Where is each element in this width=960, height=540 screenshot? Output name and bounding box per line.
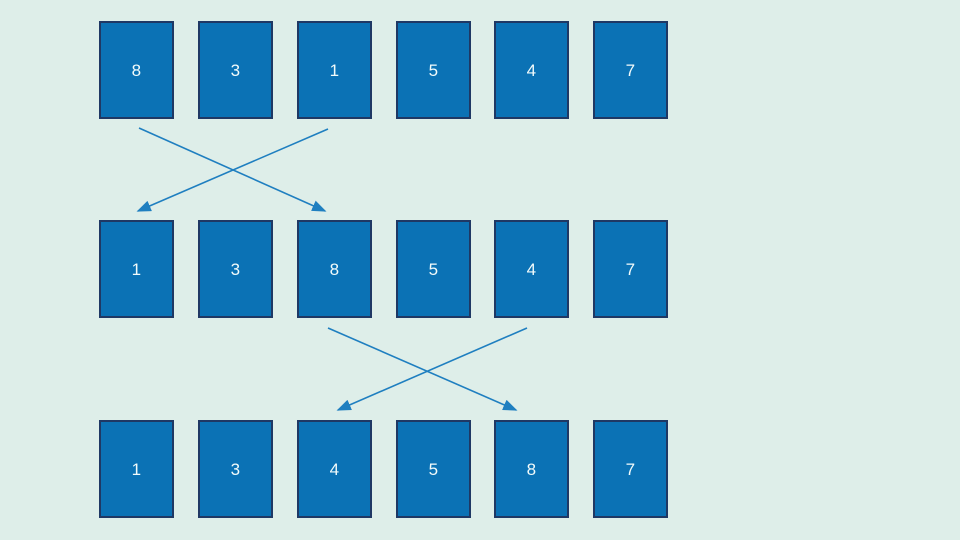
array-cell: 3 [198,21,273,119]
array-cell-value: 5 [428,459,439,479]
array-cell: 5 [396,220,471,318]
array-row-1: 8 3 1 5 4 7 [0,21,960,119]
array-cell-value: 8 [526,459,537,479]
array-cell-value: 8 [329,259,340,279]
array-cell: 4 [494,220,569,318]
array-cell: 4 [494,21,569,119]
array-cell-value: 7 [625,259,636,279]
array-cell: 1 [99,220,174,318]
array-cell: 1 [99,420,174,518]
array-cell-value: 3 [230,259,241,279]
array-cell-value: 1 [131,259,142,279]
swap-arrow [336,327,528,411]
array-cell: 3 [198,420,273,518]
array-cell-value: 5 [428,259,439,279]
array-cell: 4 [297,420,372,518]
array-cell-value: 4 [329,459,340,479]
array-cell: 1 [297,21,372,119]
swap-arrow [136,128,329,212]
array-row-2: 1 3 8 5 4 7 [0,220,960,318]
array-row-3: 1 3 4 5 8 7 [0,420,960,518]
array-cell-value: 7 [625,60,636,80]
array-cell: 7 [593,420,668,518]
array-cell: 5 [396,420,471,518]
array-cell-value: 4 [526,259,537,279]
swap-arrow [138,127,327,212]
array-cell: 8 [494,420,569,518]
array-cell: 5 [396,21,471,119]
array-cell: 8 [297,220,372,318]
array-cell: 7 [593,21,668,119]
array-cell: 3 [198,220,273,318]
array-cell-value: 7 [625,459,636,479]
array-cell: 7 [593,220,668,318]
array-cell-value: 1 [329,60,340,80]
array-cell-value: 3 [230,459,241,479]
array-cell-value: 1 [131,459,142,479]
array-cell-value: 3 [230,60,241,80]
array-cell-value: 8 [131,60,142,80]
array-cell: 8 [99,21,174,119]
swap-arrow [327,327,518,411]
array-cell-value: 4 [526,60,537,80]
array-cell-value: 5 [428,60,439,80]
